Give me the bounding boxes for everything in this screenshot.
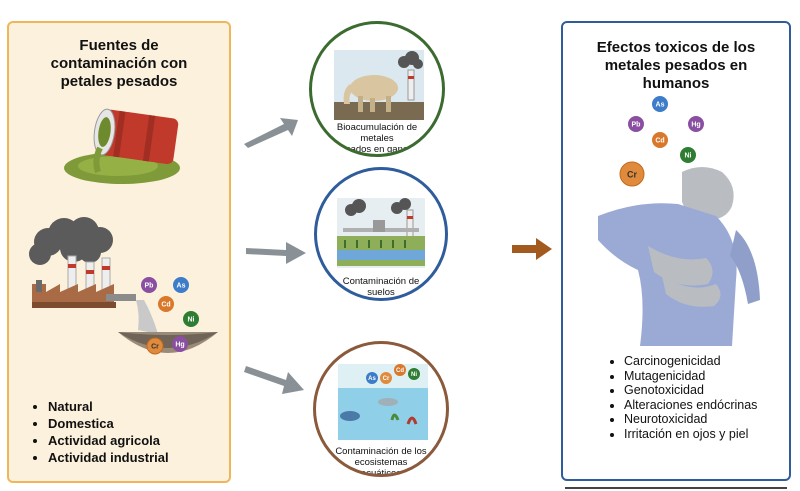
ni-badge-label: Ni	[685, 153, 692, 160]
pb-badge-label: Pb	[145, 283, 154, 290]
hg-badge-label: Hg	[691, 122, 700, 129]
soil-caption: Contaminación de suelos agrícolas	[342, 276, 420, 298]
effect-item: Genotoxicidad	[624, 383, 794, 398]
sources-list: Natural Domestica Actividad agricola Act…	[34, 398, 169, 466]
effects-list: Carcinogenicidad Mutagenicidad Genotoxic…	[608, 354, 794, 442]
source-item: Actividad agricola	[48, 432, 169, 449]
ni-badge-label: Ni	[188, 317, 195, 324]
bottom-divider	[565, 487, 787, 489]
aquatic-contamination-circle: As Cr Cd Ni Contaminación de los ecosist…	[313, 341, 449, 477]
aquatic-caption: Contaminación de los ecosistemas acuátic…	[335, 446, 427, 477]
soil-scene	[337, 198, 425, 268]
sources-title: Fuentes de contaminación con petales pes…	[50, 37, 188, 90]
livestock-scene	[334, 50, 424, 120]
cd-badge-label: Cd	[396, 368, 404, 374]
cr-badge-label: Cr	[383, 376, 390, 382]
soil-contamination-circle: Contaminación de suelos agrícolas	[314, 167, 448, 301]
cd-badge-label: Cd	[655, 138, 664, 145]
person-in-pain-illustration	[598, 167, 760, 346]
effects-metal-badges: As Pb Hg Cd Ni Cr	[619, 96, 704, 187]
cd-badge-label: Cd	[161, 302, 170, 309]
hg-badge-label: Hg	[175, 342, 184, 349]
effect-item: Neurotoxicidad	[624, 412, 794, 427]
as-badge-label: As	[177, 283, 186, 290]
pb-badge-label: Pb	[632, 122, 641, 129]
effect-item: Mutagenicidad	[624, 369, 794, 384]
source-item: Domestica	[48, 415, 169, 432]
arrow-to-livestock	[244, 118, 298, 148]
livestock-caption: Bioacumulación de metales pesados en gan…	[335, 122, 419, 155]
as-badge-label: As	[368, 376, 376, 382]
as-badge-label: As	[656, 102, 665, 109]
cr-badge-label: Cr	[627, 170, 637, 180]
effect-item: Alteraciones endócrinas	[624, 398, 794, 413]
effect-item: Irritación en ojos y piel	[624, 427, 794, 442]
effects-title: Efectos toxicos de los metales pesados e…	[596, 39, 756, 92]
spilled-barrel-illustration	[64, 108, 180, 184]
arrow-to-soil	[246, 242, 306, 264]
arrow-to-aquatic	[244, 366, 304, 394]
livestock-bioaccumulation-circle: Bioacumulación de metales pesados en gan…	[309, 21, 445, 157]
ni-badge-label: Ni	[411, 372, 417, 378]
source-item: Natural	[48, 398, 169, 415]
source-item: Actividad industrial	[48, 449, 169, 466]
aquatic-scene: As Cr Cd Ni	[338, 364, 428, 440]
cr-badge-label: Cr	[151, 344, 159, 351]
factory-illustration	[29, 217, 218, 353]
effect-item: Carcinogenicidad	[624, 354, 794, 369]
arrow-to-effects	[512, 238, 552, 260]
source-metal-badges: Pb As Cd Ni Cr Hg	[141, 277, 199, 355]
